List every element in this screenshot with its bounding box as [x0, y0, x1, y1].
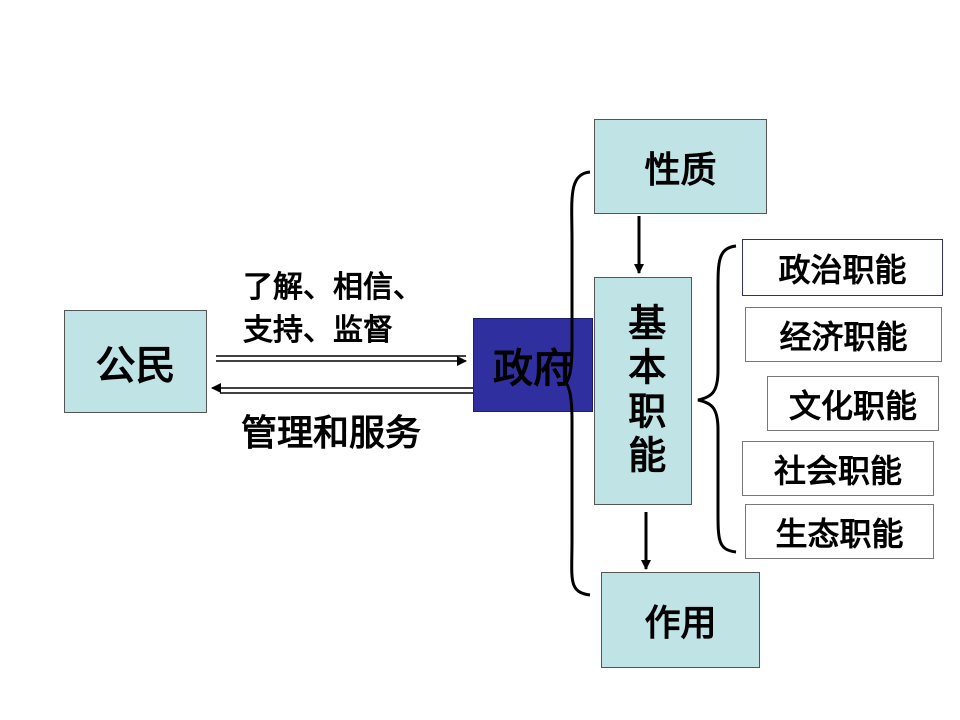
lower-arrow-label: 管理和服务	[241, 413, 422, 454]
nature-label: 性质	[644, 149, 717, 191]
economic-function-box: 经济职能	[745, 307, 942, 362]
arrow-citizen-to-government	[216, 355, 467, 366]
upper-arrow-label-line1: 了解、相信、	[243, 270, 423, 305]
cultural-function-box: 文化职能	[767, 376, 939, 431]
nature-box: 性质	[594, 119, 767, 214]
basic-functions-label: 基本职能	[621, 303, 666, 479]
role-label: 作用	[644, 603, 717, 644]
citizen-box: 公民	[64, 310, 207, 413]
ecological-function-label: 生态职能	[775, 514, 904, 553]
role-box: 作用	[601, 572, 760, 668]
basic-functions-box: 基本职能	[594, 277, 692, 505]
arrow-government-to-citizen	[211, 383, 476, 394]
cultural-function-label: 文化职能	[788, 386, 917, 425]
political-function-box: 政治职能	[742, 239, 943, 296]
upper-arrow-label-line2: 支持、监督	[243, 313, 393, 348]
social-function-label: 社会职能	[773, 451, 902, 490]
ecological-function-box: 生态职能	[745, 504, 934, 559]
citizen-label: 公民	[95, 342, 176, 389]
government-box: 政府	[473, 318, 593, 412]
government-label: 政府	[493, 346, 573, 392]
economic-function-label: 经济职能	[779, 317, 908, 356]
social-function-box: 社会职能	[742, 441, 934, 496]
political-function-label: 政治职能	[778, 250, 907, 289]
